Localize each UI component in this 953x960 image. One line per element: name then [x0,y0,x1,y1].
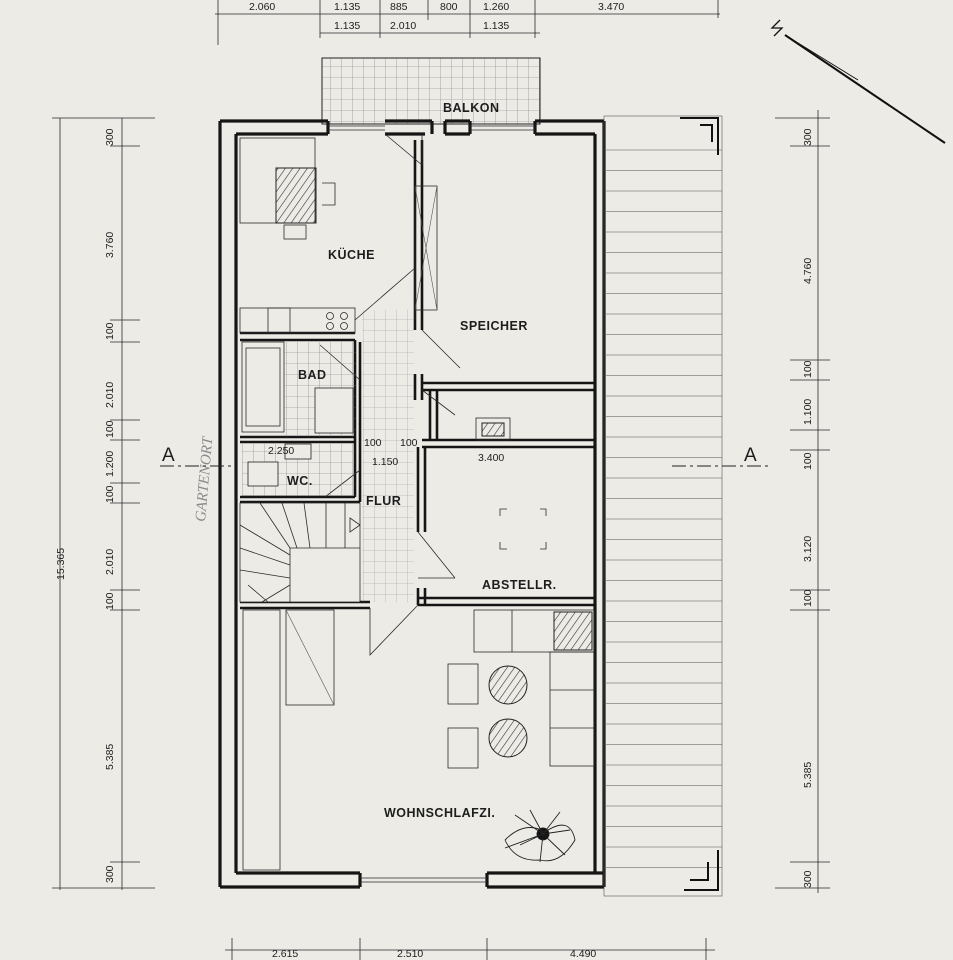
wohnschlaf-label: WOHNSCHLAFZI. [384,806,495,820]
kitchen-label: KÜCHE [328,247,375,262]
top-dim-2: 1.135 [334,1,360,13]
right-dim-7: 100 [802,589,814,607]
inner-dim-wall-a: 100 [364,437,382,449]
bottom-dimension-chain: 2.615 2.510 4.490 [225,938,715,960]
section-line: A A [160,445,772,467]
left-dim-7: 100 [104,485,116,503]
flur-label: FLUR [366,494,401,508]
windows [328,125,535,883]
left-dim-6: 1.200 [104,451,116,477]
right-dim-1: 300 [802,128,814,146]
bathroom: BAD WC. [241,341,356,496]
top-dim-4: 800 [440,1,458,13]
right-dim-labels: 300 4.760 100 1.100 100 3.120 100 5.385 … [802,128,814,888]
top-dim-3: 885 [390,1,408,13]
right-dim-8: 5.385 [802,762,814,788]
hallway: 2.250 100 100 1.150 FLUR [268,310,418,602]
bad-label: BAD [298,368,327,382]
top-dimension-chain: 2.060 1.135 885 800 1.260 3.470 1.135 2.… [215,0,720,45]
left-dim-10: 5.385 [104,744,116,770]
inner-dim-flur: 1.150 [372,456,398,468]
left-dim-1: 300 [104,128,116,146]
inner-dim-wall-b: 100 [400,437,418,449]
abstell-label: ABSTELLR. [482,578,557,592]
plant-icon [504,809,576,863]
bottom-dim-2: 2.510 [397,948,423,960]
top-dim-1: 2.060 [249,1,275,13]
left-total-dim: 15.365 [55,548,67,580]
right-dim-2: 4.760 [802,258,814,284]
handwritten-note: GARTENORT [193,435,216,523]
left-dim-5: 100 [104,420,116,438]
left-dim-9: 100 [104,592,116,610]
storage-room: 3.400 ABSTELLR. [478,452,557,592]
wc-label: WC. [287,474,313,488]
right-dim-6: 3.120 [802,536,814,562]
bottom-dim-3: 4.490 [570,948,596,960]
speicher-label: SPEICHER [460,319,528,333]
right-dim-5: 100 [802,452,814,470]
left-dim-8: 2.010 [104,549,116,575]
balcony-label: BALKON [443,101,499,115]
top-dim-7: 1.135 [334,20,360,32]
left-dim-labels: 300 3.760 100 2.010 100 1.200 100 2.010 … [55,128,116,883]
staircase [239,502,361,603]
left-dim-11: 300 [104,865,116,883]
section-label-right: A [744,445,757,466]
section-label-left: A [162,445,175,466]
right-dim-9: 300 [802,870,814,888]
inner-dim-bad: 2.250 [268,445,294,457]
bottom-dim-1: 2.615 [272,948,298,960]
living-bedroom: WOHNSCHLAFZI. [242,609,595,871]
left-dim-3: 100 [104,322,116,340]
attic-storage: SPEICHER [414,185,528,441]
top-dim-9: 1.135 [483,20,509,32]
right-dim-3: 100 [802,360,814,378]
top-dim-6: 3.470 [598,1,624,13]
left-dim-4: 2.010 [104,382,116,408]
north-arrow-icon [770,19,946,144]
top-dim-8: 2.010 [390,20,416,32]
left-dim-2: 3.760 [104,232,116,258]
roof-strip [603,115,723,897]
right-dim-4: 1.100 [802,399,814,425]
left-dimension-chain: 300 3.760 100 2.010 100 1.200 100 2.010 … [52,117,155,890]
kitchen: KÜCHE [239,137,375,334]
top-dim-5: 1.260 [483,1,509,13]
right-dimension-chain: 300 4.760 100 1.100 100 3.120 100 5.385 … [775,110,830,893]
balcony: BALKON [321,57,541,125]
inner-dim-abstell: 3.400 [478,452,504,464]
